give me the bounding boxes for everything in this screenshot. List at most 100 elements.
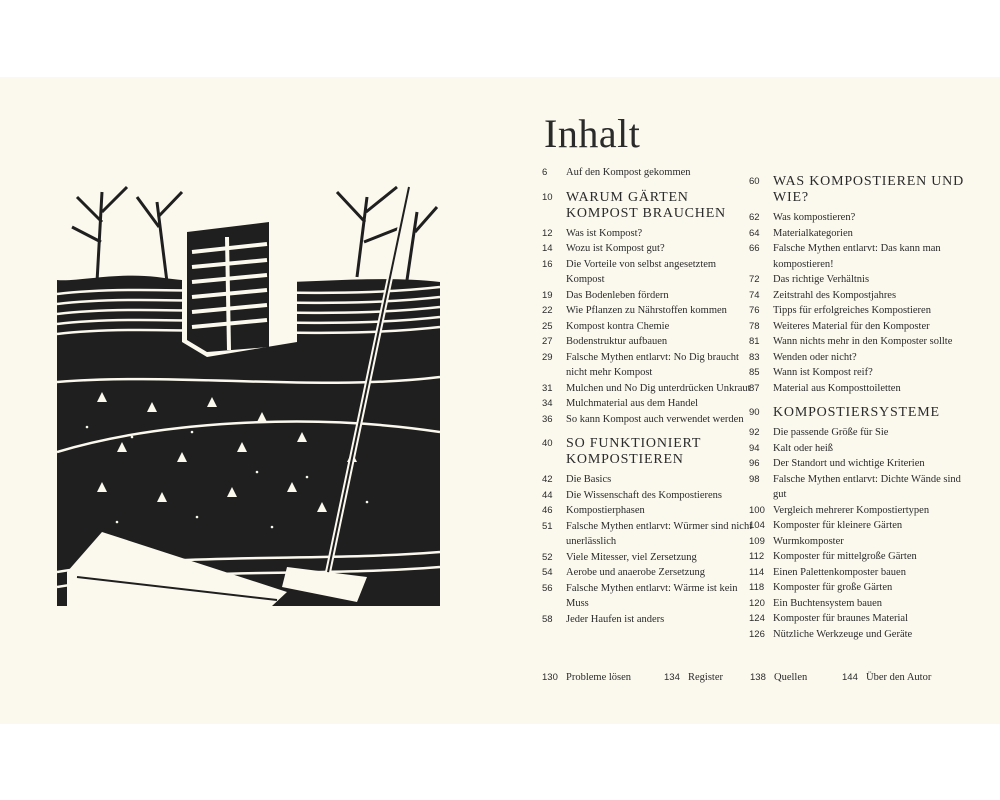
entry-title: Die Wissenschaft des Kompostierens [566,489,722,501]
page-number: 124 [749,613,765,624]
page-number: 66 [749,243,760,254]
toc-entry[interactable]: 66 Falsche Mythen entlarvt: Das kann man … [749,241,969,272]
entry-title: Bodenstruktur aufbauen [566,336,668,347]
toc-entry[interactable]: 44 Die Wissenschaft des Kompostierens [542,488,757,504]
toc-entry[interactable]: 124 Komposter für braunes Material [749,611,969,627]
entry-title: Das richtige Verhältnis [773,274,870,285]
entry-title: Falsche Mythen entlarvt: Wärme ist kein … [566,582,738,610]
page-number: 52 [542,551,553,563]
entry-title: Kompost kontra Chemie [566,320,670,332]
page-number: 58 [542,613,553,625]
page-number: 64 [749,227,760,239]
page-number: 92 [749,427,760,438]
entry-title: Wozu ist Kompost gut? [566,243,665,254]
toc-entry[interactable]: 16 Die Vorteile von selbst angesetztem Ko… [542,257,757,288]
entry-title: Tipps für erfolgreiches Kompostieren [773,305,931,316]
page-number: 134 [664,672,680,683]
page-number: 51 [542,520,553,532]
page-number: 94 [749,442,760,454]
entry-title: Kompostierphasen [566,505,645,516]
page-number: 98 [749,473,760,485]
page-number: 12 [542,227,553,239]
entry-title: Falsche Mythen entlarvt: Das kann man ko… [773,243,941,270]
page-number: 31 [542,382,553,394]
entry-title: Komposter für braunes Material [773,613,908,624]
toc-entry[interactable]: 114 Einen Palettenkomposter bauen [749,565,969,581]
entry-title: Ein Buchtensystem bauen [773,597,883,609]
entry-title: Die passende Größe für Sie [773,427,889,438]
page-number: 87 [749,382,760,394]
entry-title: Das Bodenleben fördern [566,289,669,301]
page-number: 144 [842,672,858,683]
page-number: 27 [542,336,553,347]
entry-title: Wie Pflanzen zu Nährstoffen kommen [566,305,727,316]
page-number: 100 [749,504,765,516]
page-number: 130 [542,672,558,683]
page-number: 56 [542,582,553,594]
entry-title: Einen Palettenkomposter bauen [773,566,906,578]
section-title: WAS KOMPOSTIEREN UND WIE? [773,174,965,205]
entry-title: Die Vorteile von selbst angesetztem Komp… [566,258,717,286]
page-number: 83 [749,351,760,363]
page-number: 114 [749,566,765,578]
entry-title: Mulchmaterial aus dem Handel [566,398,699,409]
entry-title: Zeitstrahl des Kompostjahres [773,289,897,301]
page-number: 44 [542,489,553,501]
page-number: 104 [749,520,765,531]
toc-entry[interactable]: 56 Falsche Mythen entlarvt: Wärme ist kei… [542,581,757,612]
entry-title: Komposter für mittelgroße Gärten [773,551,917,562]
section-title: KOMPOSTIERSYSTEME [773,405,940,420]
entry-title: Nützliche Werkzeuge und Geräte [773,628,913,640]
section-title: WARUM GÄRTEN KOMPOST BRAUCHEN [566,189,726,221]
page-number: 16 [542,258,553,270]
toc-entry[interactable]: 64 Materialkategorien [749,226,969,242]
entry-title: Materialkategorien [773,227,853,239]
toc-entry[interactable]: 27 Bodenstruktur aufbauen [542,334,757,350]
toc-entry[interactable]: 92 Die passende Größe für Sie [749,425,969,441]
